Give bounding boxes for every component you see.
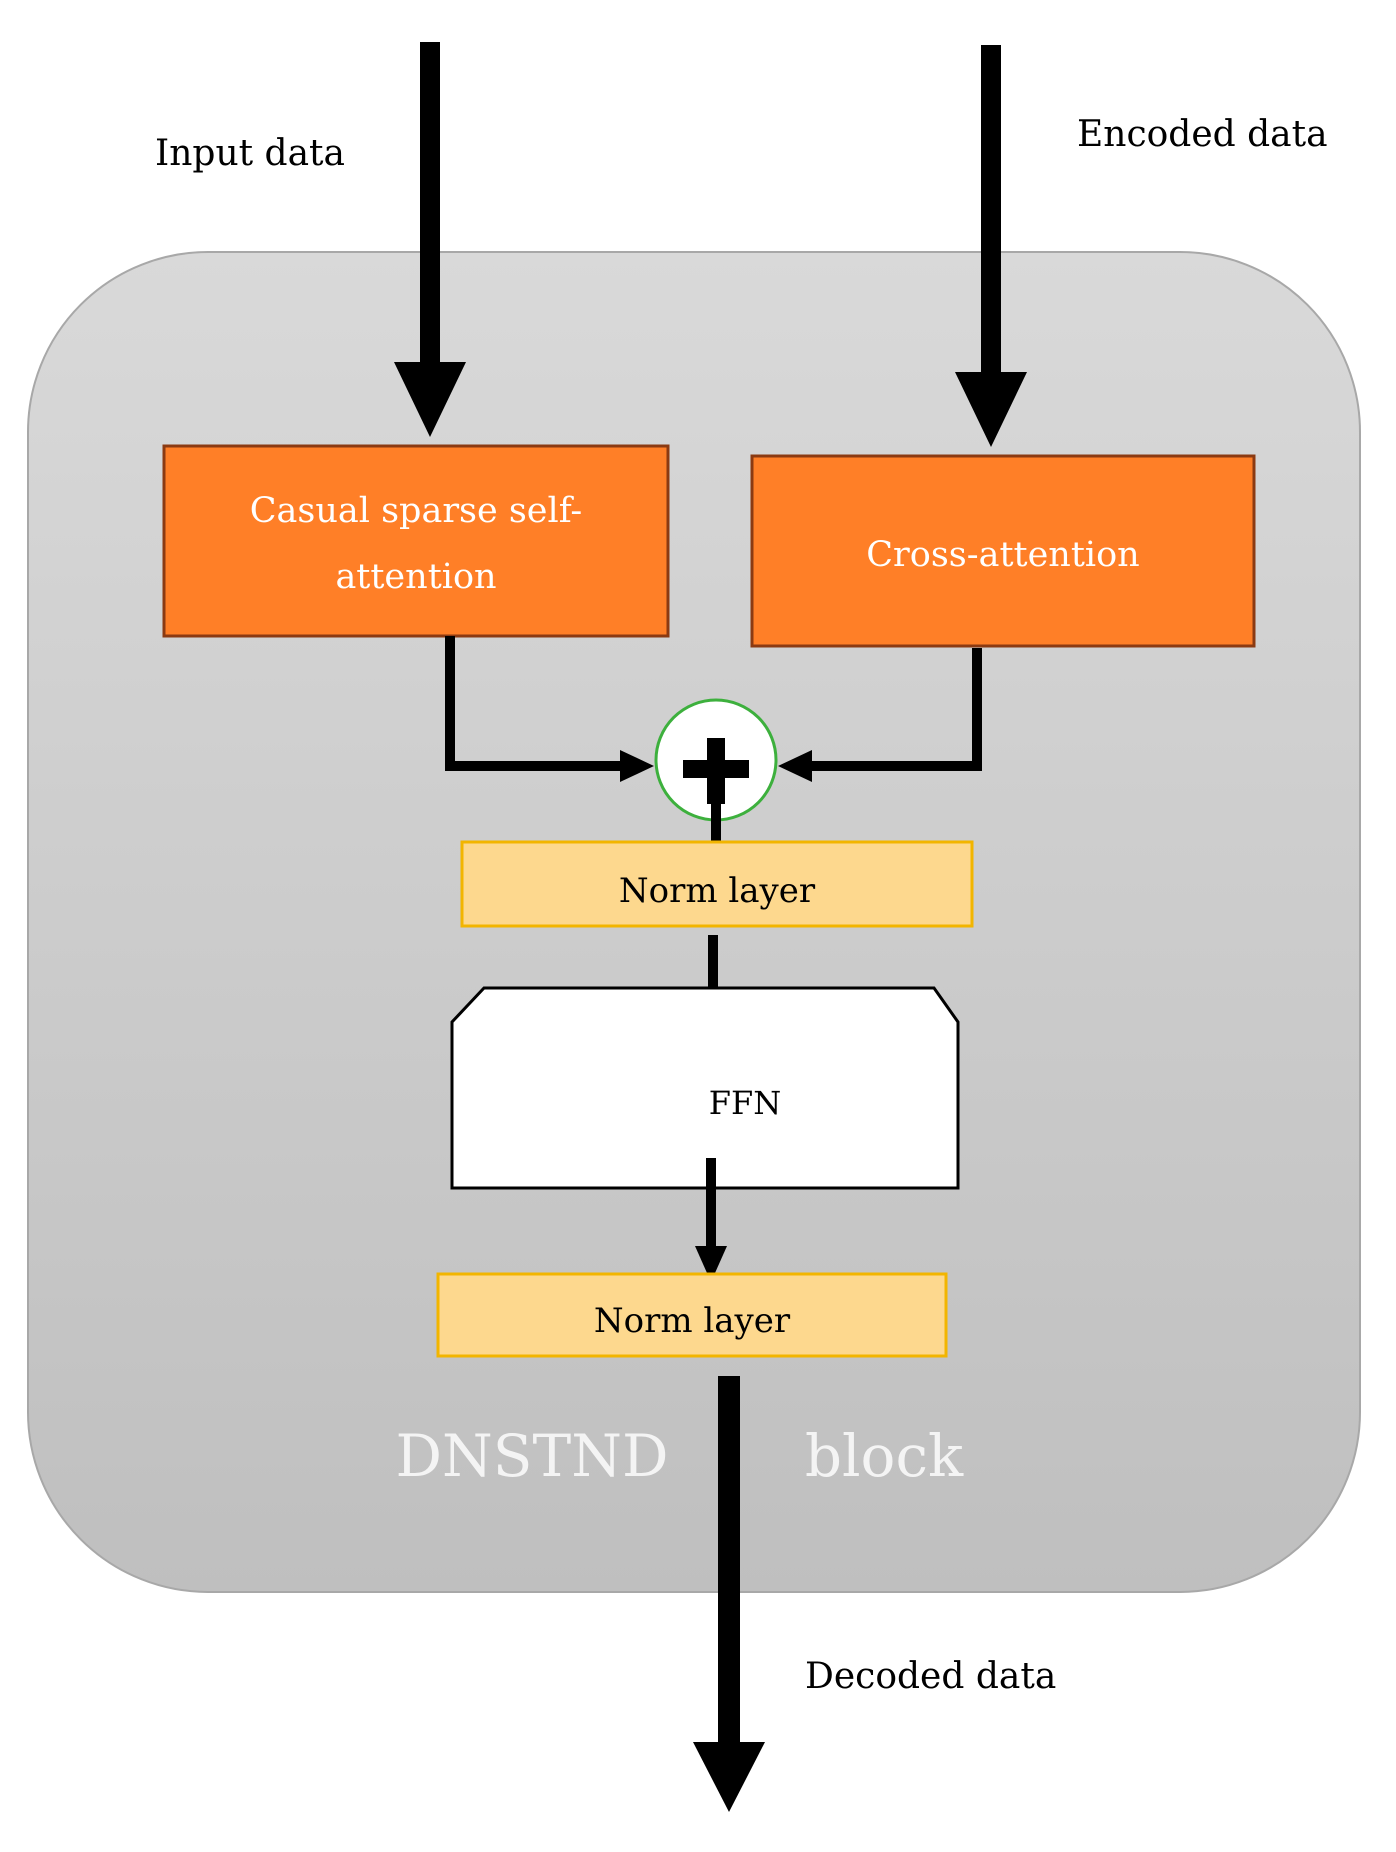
encoded-arrow bbox=[955, 45, 1027, 447]
cross-attention-box bbox=[750, 454, 1256, 648]
self-attention-label-line2: attention bbox=[335, 557, 496, 597]
block-title-part1: DNSTND bbox=[396, 1422, 669, 1490]
encoded-data-label: Encoded data bbox=[1077, 114, 1328, 155]
input-arrow bbox=[394, 42, 466, 437]
norm-layer-bottom bbox=[436, 1272, 948, 1358]
decoded-arrow bbox=[693, 1376, 765, 1812]
ffn-box bbox=[450, 986, 960, 1190]
self-attention-box bbox=[162, 444, 670, 638]
cross-attention-label: Cross-attention bbox=[866, 535, 1139, 575]
self-attention-label-line1: Casual sparse self- bbox=[250, 491, 583, 531]
ffn-label: FFN bbox=[709, 1084, 781, 1122]
input-data-label: Input data bbox=[155, 133, 345, 174]
norm-layer-bottom-label: Norm layer bbox=[594, 1301, 791, 1341]
ffn-to-norm-arrow bbox=[695, 1158, 727, 1282]
decoded-data-label: Decoded data bbox=[805, 1656, 1056, 1697]
self-attention-to-adder-arrow bbox=[445, 636, 654, 782]
plus-icon bbox=[654, 698, 778, 822]
norm-layer-top-label: Norm layer bbox=[619, 871, 816, 911]
cross-attention-to-adder-arrow bbox=[778, 648, 982, 782]
block-title-part2: block bbox=[805, 1422, 964, 1490]
norm-layer-top bbox=[460, 840, 974, 928]
